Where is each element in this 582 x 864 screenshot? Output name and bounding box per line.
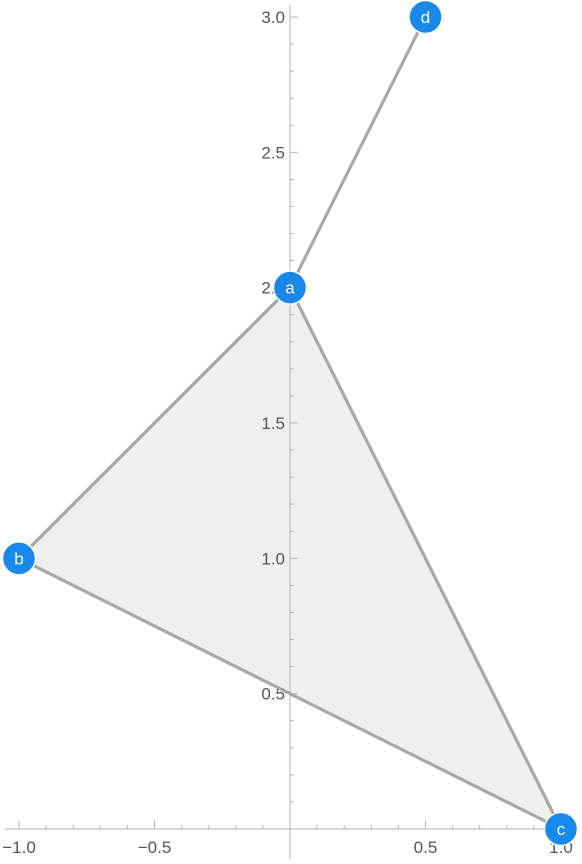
node-a: a <box>272 270 308 305</box>
node-label: b <box>14 549 23 568</box>
node-label: a <box>285 279 295 298</box>
y-tick-label: 1.0 <box>261 549 285 568</box>
node-d: d <box>408 0 443 35</box>
y-tick-label: 1.5 <box>261 414 285 433</box>
y-tick-label: 3.0 <box>261 8 285 27</box>
node-label: d <box>421 8 430 27</box>
node-circle <box>543 811 579 847</box>
node-label: c <box>557 820 566 839</box>
edge-a-c <box>288 286 563 831</box>
node-circle <box>1 541 37 576</box>
edge-a-d <box>288 15 428 290</box>
node-c: c <box>543 811 579 847</box>
edge-b-c <box>17 556 563 831</box>
node-circle <box>272 270 308 305</box>
edges-layer <box>17 15 563 831</box>
y-tick-label: 0.5 <box>261 685 285 704</box>
x-tick-label: −0.5 <box>138 838 172 857</box>
nodes-layer: a b c d <box>1 0 579 847</box>
y-tick-label: 2.5 <box>261 143 285 162</box>
node-b: b <box>1 541 37 576</box>
x-tick-label: 0.5 <box>414 838 438 857</box>
x-tick-label: −1.0 <box>2 838 36 857</box>
edge-a-b <box>17 286 292 560</box>
node-circle <box>408 0 443 35</box>
